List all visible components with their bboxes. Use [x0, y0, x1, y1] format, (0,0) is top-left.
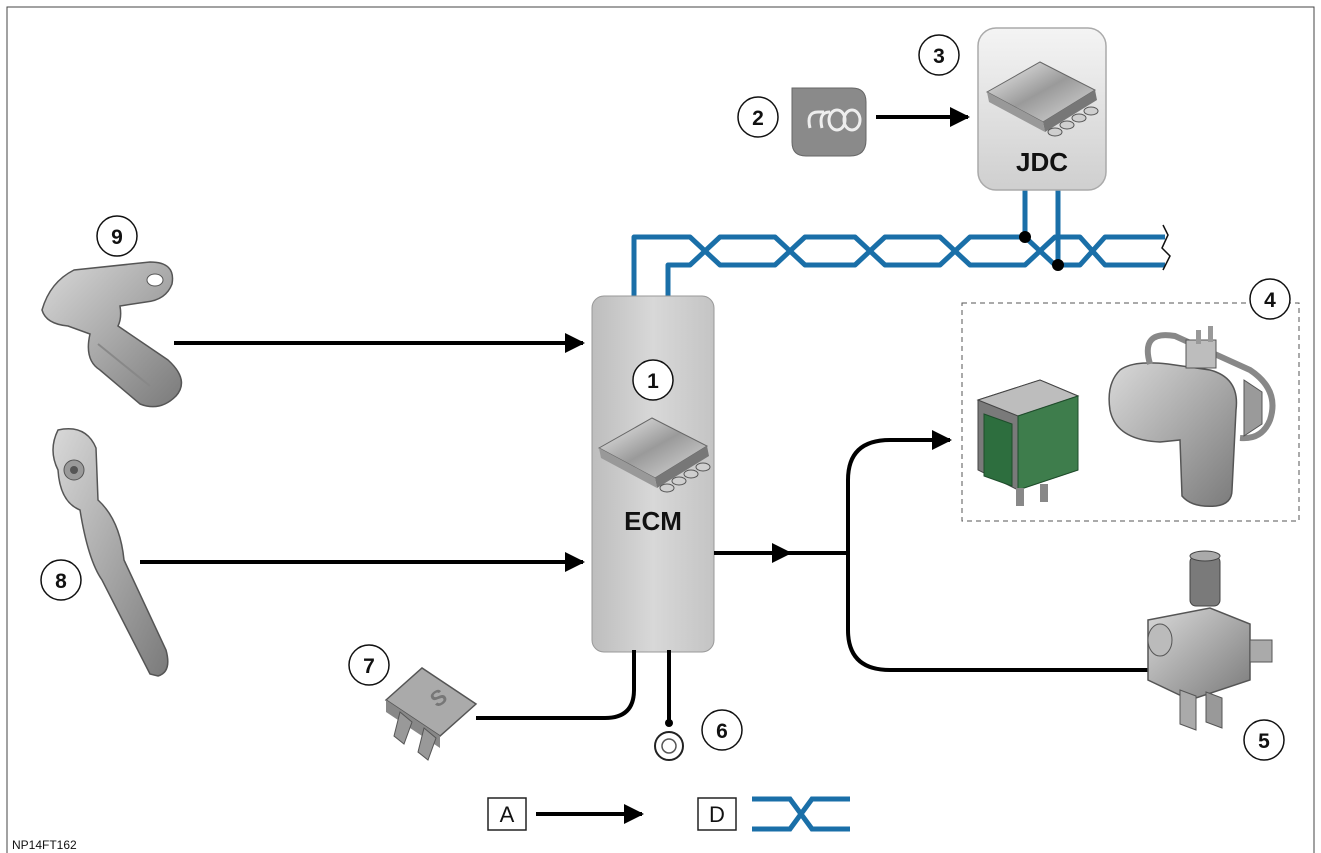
- legend-digital-label: D: [709, 802, 725, 827]
- svg-text:5: 5: [1258, 730, 1270, 753]
- can-bus: [631, 190, 1165, 296]
- svg-text:9: 9: [111, 226, 123, 249]
- bus-break-mark: [1161, 224, 1171, 271]
- relay-icon: [976, 379, 1080, 506]
- fuse-icon: S: [384, 667, 478, 761]
- callout-1: 1: [632, 359, 674, 401]
- callout-6: 6: [701, 709, 743, 751]
- solenoid-valve-icon: [1147, 550, 1273, 731]
- svg-text:2: 2: [752, 107, 764, 130]
- svg-text:4: 4: [1264, 289, 1276, 312]
- chip-icon: [597, 417, 711, 493]
- svg-text:3: 3: [933, 45, 945, 68]
- legend-digital-twisted-pair: [752, 796, 850, 832]
- callout-4: 4: [1249, 278, 1291, 320]
- accelerator-pedal-icon: [52, 428, 169, 677]
- callout-8: 8: [40, 559, 82, 601]
- callout-7: 7: [348, 644, 390, 686]
- jdc-label: JDC: [1016, 147, 1068, 177]
- ecm-label: ECM: [624, 506, 682, 536]
- callout-3: 3: [918, 34, 960, 76]
- jdc-module: JDC: [977, 27, 1107, 191]
- component-4-group: [961, 302, 1300, 522]
- glow-plug-indicator-icon: [791, 87, 867, 157]
- ground-icon: [654, 719, 684, 761]
- legend-digital: D: [697, 796, 850, 832]
- callout-2: 2: [737, 96, 779, 138]
- svg-text:1: 1: [647, 370, 659, 393]
- svg-text:6: 6: [716, 720, 728, 743]
- bus-node-low: [1052, 259, 1064, 271]
- svg-text:7: 7: [363, 655, 375, 678]
- power-feed-line: [476, 650, 636, 720]
- ecm-output-lines: [714, 430, 1174, 680]
- bus-node-high: [1019, 231, 1031, 243]
- chip-icon: [985, 61, 1099, 137]
- callout-9: 9: [96, 215, 138, 257]
- callout-5: 5: [1243, 719, 1285, 761]
- legend-analog: A: [487, 797, 644, 831]
- camshaft-sensor-icon: [41, 261, 183, 408]
- ecm-module: ECM: [591, 295, 715, 653]
- legend-analog-label: A: [500, 802, 515, 827]
- figure-reference-code: NP14FT162: [12, 838, 77, 852]
- vacuum-pump-icon: [1108, 326, 1276, 508]
- diagram-frame: [6, 6, 1315, 853]
- svg-text:8: 8: [55, 570, 67, 593]
